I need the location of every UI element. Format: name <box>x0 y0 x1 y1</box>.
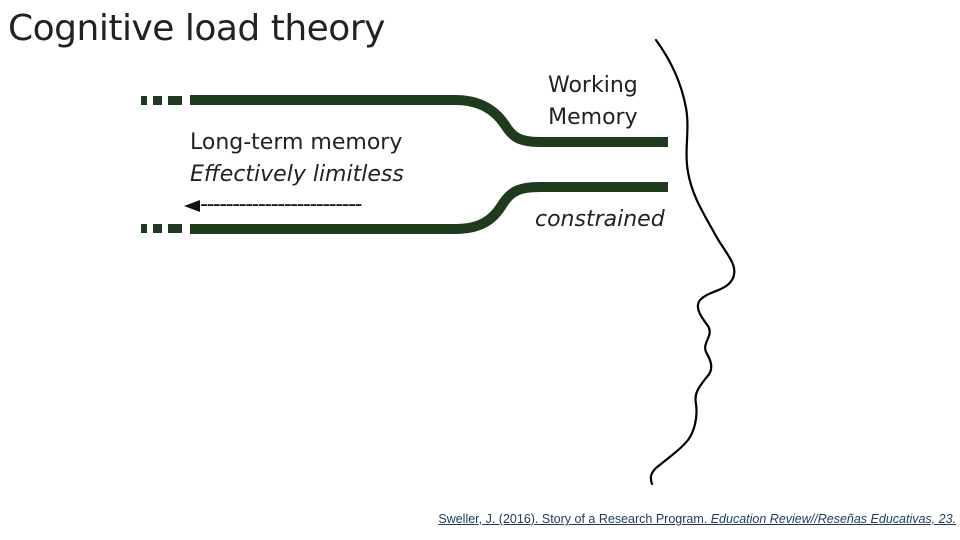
long-term-memory-label: Long-term memory Effectively limitless <box>190 127 404 191</box>
upper-wall-dash <box>141 96 147 105</box>
lower-channel-wall <box>141 182 668 234</box>
long-term-memory-title: Long-term memory <box>190 130 403 155</box>
working-memory-line1: Working <box>548 73 638 98</box>
upper-channel-wall <box>141 95 668 147</box>
upper-wall-line <box>190 95 662 147</box>
working-memory-line2: Memory <box>548 105 638 130</box>
upper-wall-dash <box>168 96 182 105</box>
working-memory-constraint: constrained <box>535 207 665 232</box>
long-term-memory-capacity: Effectively limitless <box>190 162 404 187</box>
citation-journal: Education Review//Reseñas Educativas, 23… <box>710 512 956 526</box>
citation-authors: Sweller, J. (2016). Story of a Research … <box>438 512 708 526</box>
arrow-head-icon <box>184 200 200 212</box>
lower-wall-line <box>190 182 662 234</box>
page-title: Cognitive load theory <box>8 8 385 49</box>
working-memory-label: Working Memory <box>548 70 638 134</box>
transfer-arrow-dashes: ------------------------- <box>200 192 362 217</box>
citation-link[interactable]: Sweller, J. (2016). Story of a Research … <box>438 512 956 526</box>
lower-wall-dash <box>168 224 182 233</box>
head-profile-outline <box>649 38 736 486</box>
upper-wall-dash <box>153 96 162 105</box>
lower-wall-dash <box>141 224 147 233</box>
lower-wall-dash <box>153 224 162 233</box>
